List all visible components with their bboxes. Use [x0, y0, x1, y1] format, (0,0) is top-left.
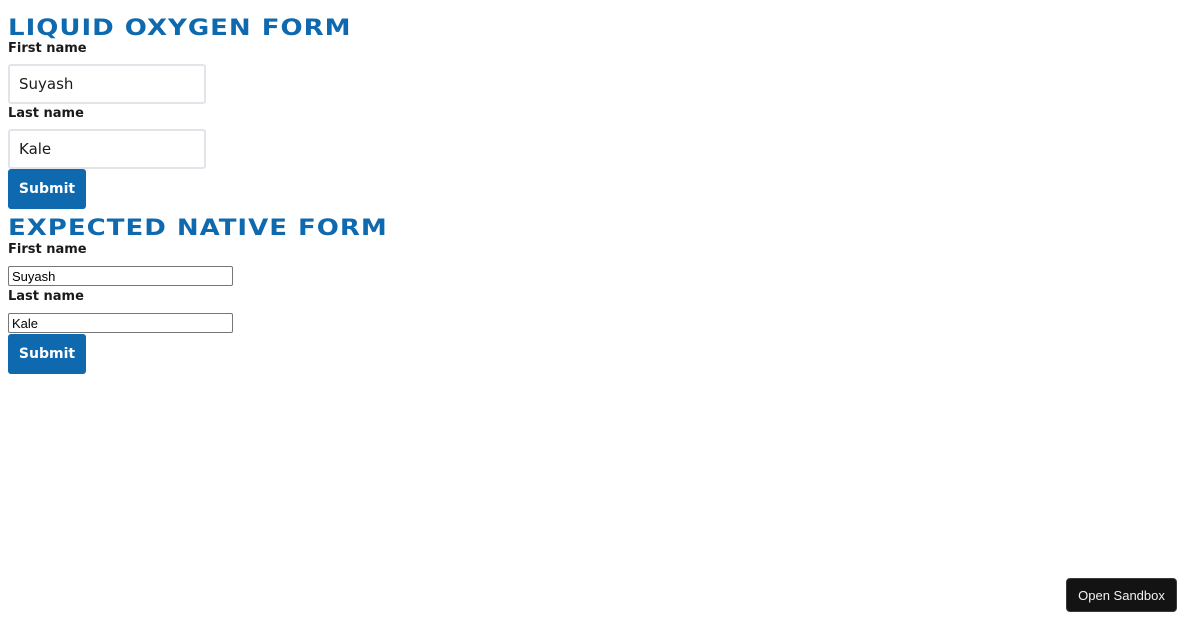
- open-sandbox-button[interactable]: Open Sandbox: [1066, 578, 1177, 612]
- native-last-name-input[interactable]: [8, 313, 233, 333]
- native-first-name-input[interactable]: [8, 266, 233, 286]
- liquid-first-name-label: First name: [8, 41, 87, 56]
- liquid-last-name-input[interactable]: [8, 129, 206, 169]
- liquid-first-name-input[interactable]: [8, 64, 206, 104]
- liquid-form-heading: Liquid Oxygen Form: [8, 15, 352, 41]
- native-last-name-label: Last name: [8, 289, 84, 304]
- native-form-heading: Expected Native Form: [8, 215, 388, 241]
- native-submit-button[interactable]: Submit: [8, 334, 86, 374]
- liquid-submit-button[interactable]: Submit: [8, 169, 86, 209]
- liquid-last-name-label: Last name: [8, 106, 84, 121]
- native-first-name-label: First name: [8, 242, 87, 257]
